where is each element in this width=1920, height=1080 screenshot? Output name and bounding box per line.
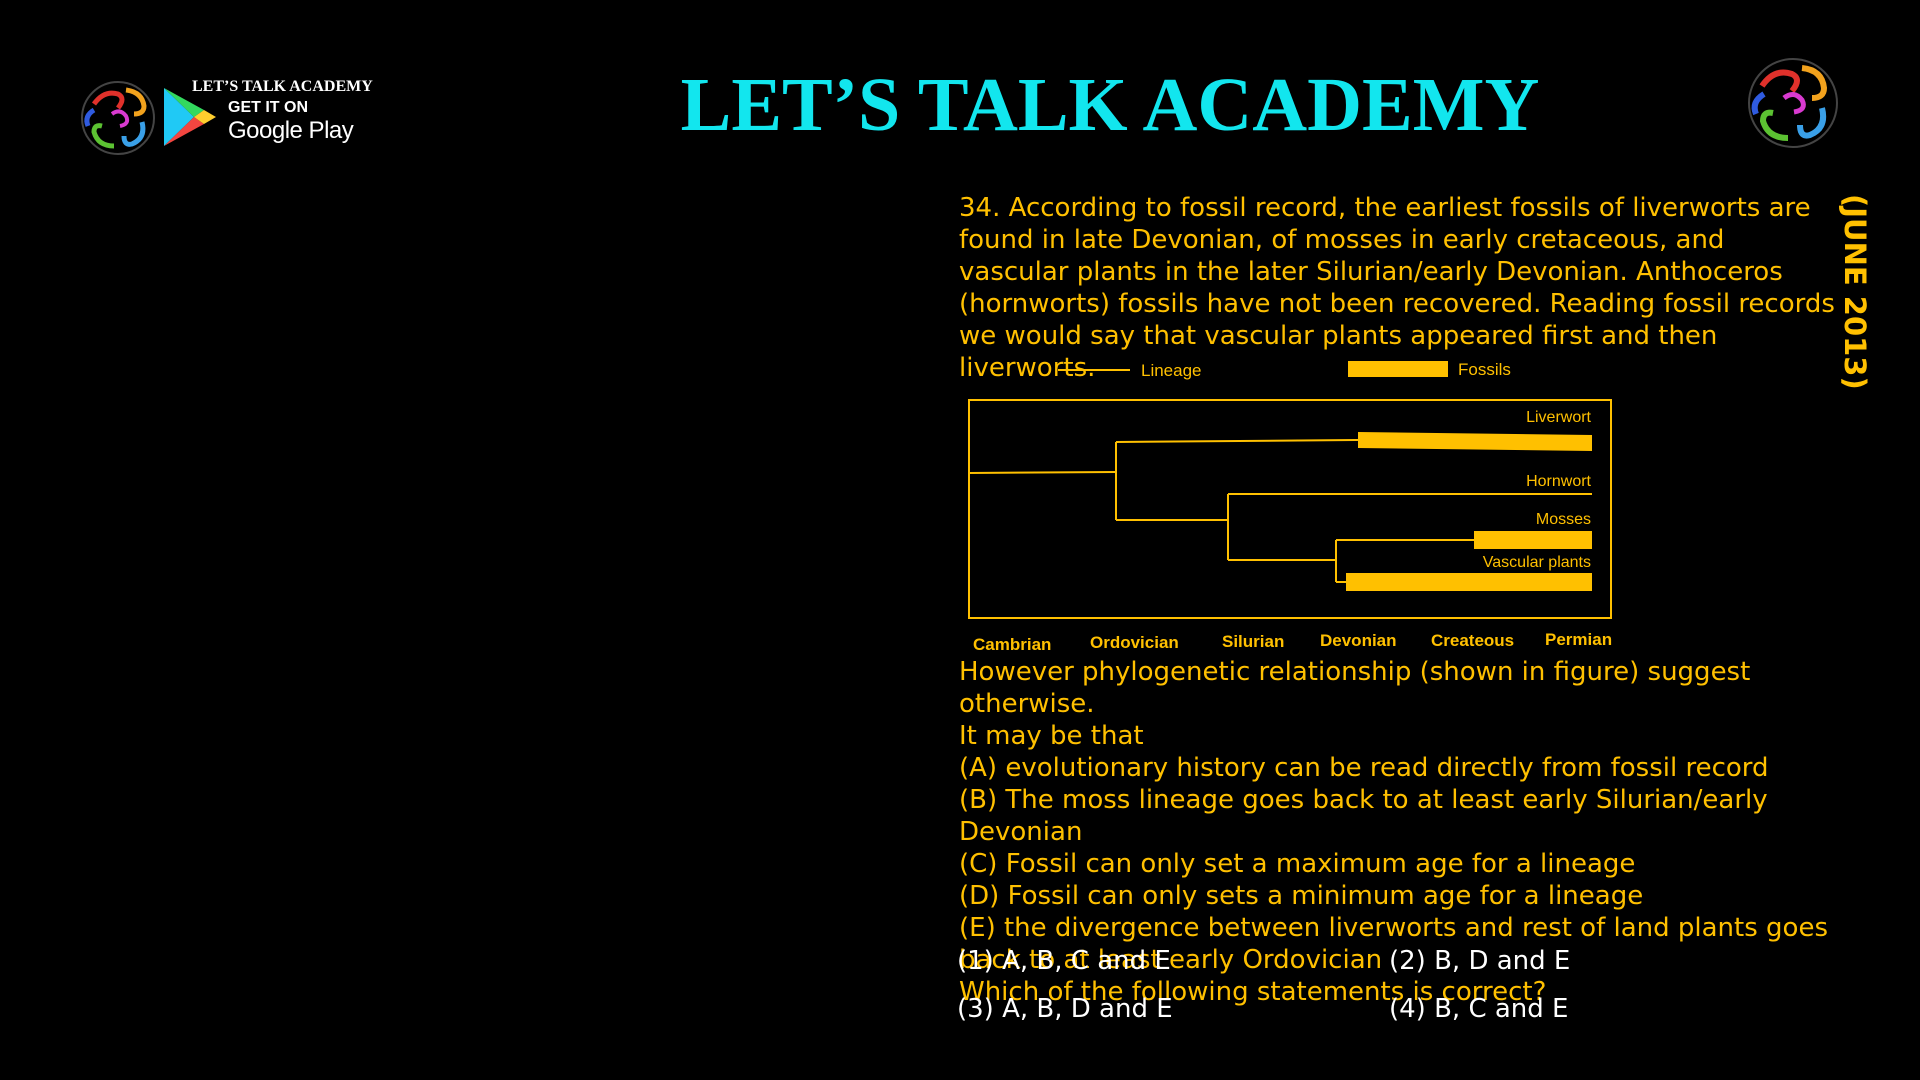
exam-session-label: (JUNE 2013)	[1838, 194, 1872, 390]
question-intro: 34. According to fossil record, the earl…	[959, 193, 1835, 383]
academy-logo-icon	[1748, 58, 1838, 148]
question-body: 34. According to fossil record, the earl…	[959, 192, 1839, 384]
period-label: Devonian	[1320, 631, 1397, 650]
taxon-label: Vascular plants	[1483, 554, 1591, 571]
question-statements: However phylogenetic relationship (shown…	[959, 656, 1859, 1008]
statements-lead: It may be that	[959, 721, 1144, 751]
taxon-label: Mosses	[1536, 511, 1591, 528]
period-label: Createous	[1431, 631, 1514, 650]
google-play-badge[interactable]: LET’S TALK ACADEMY GET IT ON Google Play	[160, 78, 420, 158]
question-prompt: Which of the following statements is cor…	[959, 977, 1547, 1007]
page-title: LET’S TALK ACADEMY	[680, 63, 1540, 147]
academy-logo-icon	[81, 81, 155, 155]
fossil-bar-mosses	[1474, 531, 1592, 549]
answer-option-4[interactable]: (4) B, C and E	[1389, 994, 1569, 1024]
lineage-tree	[968, 437, 1593, 583]
period-label: Silurian	[1222, 632, 1284, 651]
period-label: Permian	[1545, 630, 1612, 649]
phylogeny-figure: Lineage Fossils Liverwort Hornwort Mosse…	[968, 360, 1612, 654]
google-play-icon	[164, 88, 216, 146]
badge-store-name: Google Play	[228, 117, 354, 144]
fossil-bar-vascular-plants	[1346, 573, 1592, 591]
statement-d: (D) Fossil can only sets a minimum age f…	[959, 881, 1644, 911]
figure-frame	[968, 399, 1612, 619]
answer-option-1[interactable]: (1) A, B, C and E	[957, 946, 1171, 976]
statement-a: (A) evolutionary history can be read dir…	[959, 753, 1769, 783]
statement-b: (B) The moss lineage goes back to at lea…	[959, 785, 1768, 847]
taxon-label: Hornwort	[1526, 473, 1591, 490]
answer-option-3[interactable]: (3) A, B, D and E	[957, 994, 1173, 1024]
period-label: Ordovician	[1090, 633, 1179, 652]
period-label: Cambrian	[973, 635, 1051, 654]
fossil-bar-liverwort	[1358, 432, 1592, 451]
taxon-label: Liverwort	[1526, 409, 1591, 426]
badge-brand: LET’S TALK ACADEMY	[192, 78, 373, 95]
answer-options: (1) A, B, C and E (2) B, D and E (3) A, …	[957, 946, 1657, 1036]
legend-fossils-label: Fossils	[1458, 360, 1511, 379]
statement-c: (C) Fossil can only set a maximum age fo…	[959, 849, 1636, 879]
legend-fossils-bar	[1348, 361, 1448, 377]
legend-lineage-label: Lineage	[1141, 361, 1202, 380]
badge-get-it-on: GET IT ON	[228, 99, 308, 116]
answer-option-2[interactable]: (2) B, D and E	[1389, 946, 1571, 976]
statement-e: (E) the divergence between liverworts an…	[959, 913, 1828, 975]
figure-note: However phylogenetic relationship (shown…	[959, 657, 1751, 719]
